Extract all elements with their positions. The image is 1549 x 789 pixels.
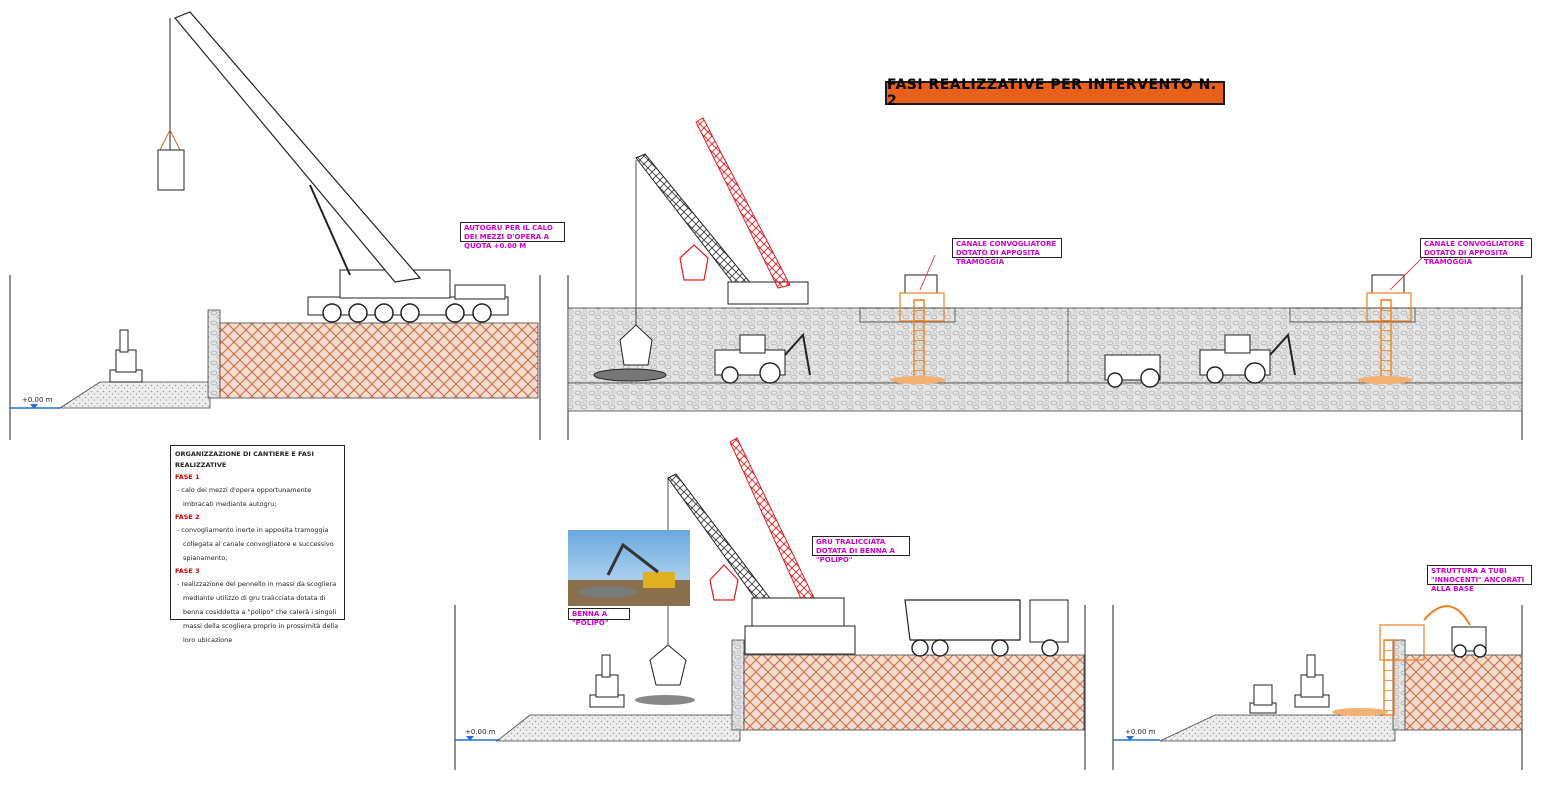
phase-3-item: realizzazione del pennello in massi da s… — [175, 577, 340, 647]
title-banner: FASI REALIZZATIVE PER INTERVENTO N. 2 — [885, 77, 1225, 109]
level-marker-2: +0.00 m — [465, 728, 496, 736]
lattice-crane-grey — [593, 153, 809, 382]
hopper-chute-1 — [890, 274, 946, 384]
callout-canale-2: CANALE CONVOGLIATORE DOTATO DI APPOSITA … — [1420, 238, 1532, 266]
callout-canale-1: CANALE CONVOGLIATORE DOTATO DI APPOSITA … — [952, 238, 1062, 266]
backhoe-loader-2 — [1104, 354, 1161, 388]
mini-excavator-4a — [1249, 684, 1277, 714]
backhoe-loader-3 — [1199, 332, 1296, 384]
mini-excavator — [109, 329, 143, 383]
legend-box: ORGANIZZAZIONE DI CANTIERE E FASI REALIZ… — [170, 445, 345, 644]
lattice-crane-red — [679, 117, 791, 289]
backhoe-loader-1 — [714, 332, 811, 384]
callout-gru: GRU TRALICCIATA DOTATA DI BENNA A "POLIP… — [812, 536, 910, 564]
phase-2-item: convogliamento inerte in apposita tramog… — [175, 523, 340, 565]
level-marker-3: +0.00 m — [1125, 728, 1156, 736]
panel-phase-1 — [9, 11, 541, 440]
mini-excavator-3 — [589, 654, 625, 708]
callout-autogru: AUTOGRU PER IL CALO DEI MEZZI D'OPERA A … — [460, 222, 565, 250]
phase-2-label: FASE 2 — [175, 513, 200, 521]
panel-phase-3 — [454, 437, 1086, 770]
photo-inset-polipo — [568, 530, 690, 606]
phase-3-label: FASE 3 — [175, 567, 200, 575]
callout-benna: BENNA A "POLIPO" — [568, 608, 630, 627]
phase-1-label: FASE 1 — [175, 473, 200, 481]
panel-phase-3b — [1112, 605, 1523, 770]
legend-title: ORGANIZZAZIONE DI CANTIERE E FASI REALIZ… — [175, 450, 314, 469]
callout-struttura: STRUTTURA A TUBI "INNOCENTI" ANCORATI AL… — [1427, 565, 1532, 593]
level-marker-1: +0.00 m — [22, 396, 53, 404]
phase-1-item: calo dei mezzi d'opera opportunamente im… — [175, 483, 340, 511]
mobile-crane — [157, 11, 509, 323]
skid-steer-loader — [1451, 626, 1487, 658]
dump-truck — [904, 599, 1069, 657]
mini-excavator-4b — [1294, 654, 1330, 708]
panel-phase-2 — [567, 117, 1523, 440]
hopper-chute-2 — [1357, 274, 1413, 384]
